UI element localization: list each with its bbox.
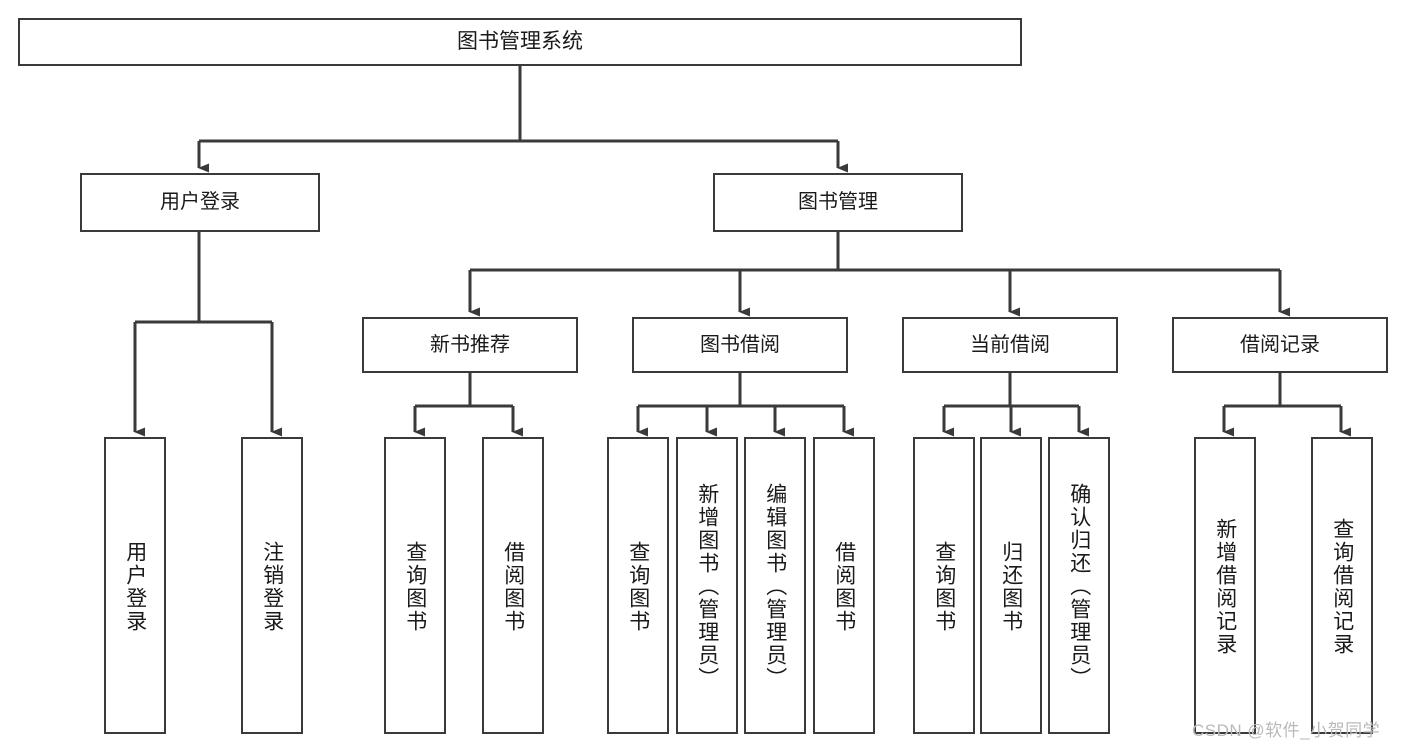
node-leaf-edit-book-admin-label: 编辑图书（管理员） bbox=[763, 483, 787, 690]
node-leaf-add-book-admin[interactable]: 新增图书（管理员） bbox=[676, 437, 738, 734]
node-leaf-logout-label: 注销登录 bbox=[260, 540, 284, 633]
node-leaf-edit-book-admin[interactable]: 编辑图书（管理员） bbox=[744, 437, 806, 734]
node-leaf-confirm-return-admin-label: 确认归还（管理员） bbox=[1067, 483, 1091, 690]
node-leaf-query-book-borrow[interactable]: 查询图书 bbox=[607, 437, 669, 734]
node-leaf-query-book-borrow-label: 查询图书 bbox=[626, 540, 650, 633]
node-new-book-recommend-label: 新书推荐 bbox=[430, 333, 510, 356]
node-book-borrow-label: 图书借阅 bbox=[700, 333, 780, 356]
node-leaf-add-borrow-record-label: 新增借阅记录 bbox=[1213, 517, 1237, 656]
node-borrow-record-label: 借阅记录 bbox=[1240, 333, 1320, 356]
node-leaf-borrow-book-recommend-label: 借阅图书 bbox=[501, 540, 525, 633]
node-new-book-recommend[interactable]: 新书推荐 bbox=[362, 317, 578, 373]
node-book-management-label: 图书管理 bbox=[798, 191, 878, 214]
node-leaf-return-book[interactable]: 归还图书 bbox=[980, 437, 1042, 734]
node-leaf-query-borrow-record-label: 查询借阅记录 bbox=[1330, 517, 1354, 656]
node-root-system[interactable]: 图书管理系统 bbox=[18, 18, 1022, 66]
node-user-login-label: 用户登录 bbox=[160, 191, 240, 214]
node-leaf-borrow-book-label: 借阅图书 bbox=[832, 540, 856, 633]
node-leaf-query-book-recommend[interactable]: 查询图书 bbox=[384, 437, 446, 734]
node-leaf-add-borrow-record[interactable]: 新增借阅记录 bbox=[1194, 437, 1256, 734]
node-leaf-return-book-label: 归还图书 bbox=[999, 540, 1023, 633]
node-borrow-record[interactable]: 借阅记录 bbox=[1172, 317, 1388, 373]
node-leaf-user-login-label: 用户登录 bbox=[123, 540, 147, 633]
node-leaf-borrow-book[interactable]: 借阅图书 bbox=[813, 437, 875, 734]
node-leaf-confirm-return-admin[interactable]: 确认归还（管理员） bbox=[1048, 437, 1110, 734]
node-user-login[interactable]: 用户登录 bbox=[80, 173, 320, 232]
node-leaf-query-book-current[interactable]: 查询图书 bbox=[913, 437, 975, 734]
node-current-borrow[interactable]: 当前借阅 bbox=[902, 317, 1118, 373]
node-leaf-borrow-book-recommend[interactable]: 借阅图书 bbox=[482, 437, 544, 734]
node-leaf-query-book-recommend-label: 查询图书 bbox=[403, 540, 427, 633]
node-current-borrow-label: 当前借阅 bbox=[970, 333, 1050, 356]
node-leaf-user-login[interactable]: 用户登录 bbox=[104, 437, 166, 734]
node-book-management[interactable]: 图书管理 bbox=[713, 173, 963, 232]
node-leaf-logout[interactable]: 注销登录 bbox=[241, 437, 303, 734]
node-leaf-query-book-current-label: 查询图书 bbox=[932, 540, 956, 633]
node-leaf-add-book-admin-label: 新增图书（管理员） bbox=[695, 483, 719, 690]
node-root-label: 图书管理系统 bbox=[457, 30, 583, 54]
node-book-borrow[interactable]: 图书借阅 bbox=[632, 317, 848, 373]
node-leaf-query-borrow-record[interactable]: 查询借阅记录 bbox=[1311, 437, 1373, 734]
